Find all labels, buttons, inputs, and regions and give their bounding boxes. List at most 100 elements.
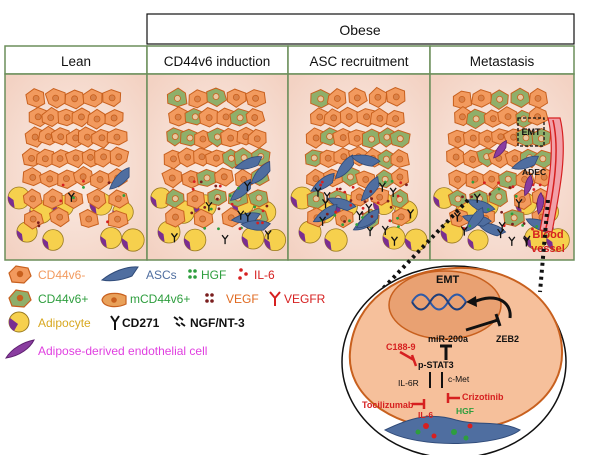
legend-adipocyte-label: Adipocyte [38, 316, 91, 330]
cell-nucleus [28, 154, 36, 162]
legend-mcd44v6-pos-label: mCD44v6+ [130, 292, 190, 306]
adipocyte-nucleus [100, 236, 107, 248]
cell-nucleus [346, 173, 354, 181]
asc-cell [350, 154, 381, 167]
adipocyte-nucleus [440, 230, 448, 242]
cell-nucleus [392, 115, 400, 123]
inset-c188-label: C188-9 [386, 342, 416, 352]
cell-nucleus [520, 115, 528, 123]
cytokine-dot [122, 194, 126, 197]
receptor-mark [389, 187, 397, 197]
receptor-mark [314, 187, 322, 197]
receptor-mark [381, 225, 389, 235]
cytokine-dot [497, 181, 500, 185]
cell-nucleus [488, 175, 496, 183]
receptor-mark [244, 212, 252, 222]
cell-nucleus [396, 173, 404, 181]
inset-il6r-label: IL-6R [398, 378, 419, 388]
receptor-mark [356, 210, 364, 221]
cytokine-dot [349, 203, 353, 207]
cytokine-dot [191, 187, 195, 191]
cell-nucleus [49, 195, 57, 203]
legend-hgf-label: HGF [201, 268, 226, 282]
cell-nucleus [392, 93, 400, 101]
legend-item-hgf: HGF [188, 268, 226, 282]
cell-nucleus [458, 95, 466, 103]
cell-nucleus [496, 95, 504, 103]
cytokine-dot [261, 209, 265, 213]
adec-cell-icon [5, 339, 35, 359]
il6-dots-icon [238, 268, 248, 280]
cell-nucleus [504, 113, 512, 121]
inset-crizotinib-label: Crizotinib [462, 392, 504, 402]
cell-nucleus [222, 113, 230, 121]
cytokine-dot [230, 202, 234, 206]
asc-cell [234, 156, 263, 170]
cell-nucleus [168, 174, 176, 182]
cytokine-dot [396, 216, 399, 220]
cell-nucleus [63, 175, 70, 183]
cell-nucleus-icon [111, 297, 117, 303]
cytokine-dot [349, 199, 353, 202]
cell-nucleus [495, 193, 503, 201]
inset-ligand-dots [415, 423, 473, 441]
cytokine-dot [405, 183, 408, 187]
cytokine-dot [361, 216, 364, 219]
cell-nucleus [198, 153, 206, 161]
legend: CD44v6- ASCs HGF IL-6 CD44v6+ [5, 265, 326, 359]
cytokine-dot [217, 207, 221, 211]
adipocyte-nucleus [404, 238, 412, 250]
cell-nucleus [330, 114, 338, 122]
cell-nucleus [56, 155, 64, 162]
cell-nucleus [32, 94, 40, 102]
cytokine-dot [497, 187, 501, 191]
cell-nucleus [93, 195, 101, 203]
metastasis-emt-label: EMT [522, 127, 542, 137]
cell-nucleus [78, 113, 85, 121]
cell-nucleus [89, 94, 97, 102]
cell-nucleus [85, 215, 93, 223]
legend-vegf-label: VEGF [226, 292, 259, 306]
adec-cell [524, 174, 534, 197]
cell-nucleus [340, 153, 348, 161]
adipocyte-nucleus [546, 238, 554, 251]
cell-nucleus [310, 154, 318, 162]
cell-nucleus [96, 176, 104, 183]
receptor-mark [407, 209, 415, 219]
inset-hgf-label: HGF [456, 406, 474, 416]
asc-cell [250, 160, 271, 185]
legend-item-adec: Adipose-derived endothelial cell [5, 339, 207, 359]
receptor-mark [221, 234, 229, 245]
cytokine-dot [390, 179, 394, 183]
zoom-lines [370, 198, 550, 302]
adipocyte-nucleus [89, 202, 97, 215]
cd271-receptor-icon [110, 315, 120, 330]
cytokine-dot [361, 206, 365, 210]
inset-red-inhibitors [399, 350, 460, 409]
cell-nucleus [114, 195, 122, 203]
cytokine-dot [521, 224, 525, 227]
cell-nucleus [362, 176, 370, 183]
cytokine-dot [261, 221, 264, 225]
cell-nucleus [214, 133, 221, 141]
hgf-dots-icon [188, 269, 197, 279]
asc-cell [327, 197, 357, 212]
cell-nucleus [63, 114, 71, 121]
cell-nucleus [510, 214, 518, 222]
cytokine-dot [369, 190, 373, 193]
legend-item-vegf: VEGF [205, 292, 259, 306]
cytokine-dot [535, 225, 539, 228]
cytokine-dot [396, 194, 400, 198]
cell-nucleus [471, 175, 479, 183]
emt-dashed-box: EMT [517, 117, 545, 147]
cytokine-dot [376, 201, 380, 205]
cell-nucleus [510, 133, 517, 141]
receptor-mark [390, 236, 398, 246]
receptor-mark [264, 230, 272, 240]
cell-nucleus-icon [16, 270, 24, 278]
legend-item-cd44v6-neg: CD44v6- [8, 265, 85, 284]
cytokine-dot [370, 197, 374, 201]
cytokine-dot [343, 190, 347, 194]
legend-ngf-nt3-label: NGF/NT-3 [190, 316, 245, 330]
cell-nucleus [374, 93, 382, 101]
